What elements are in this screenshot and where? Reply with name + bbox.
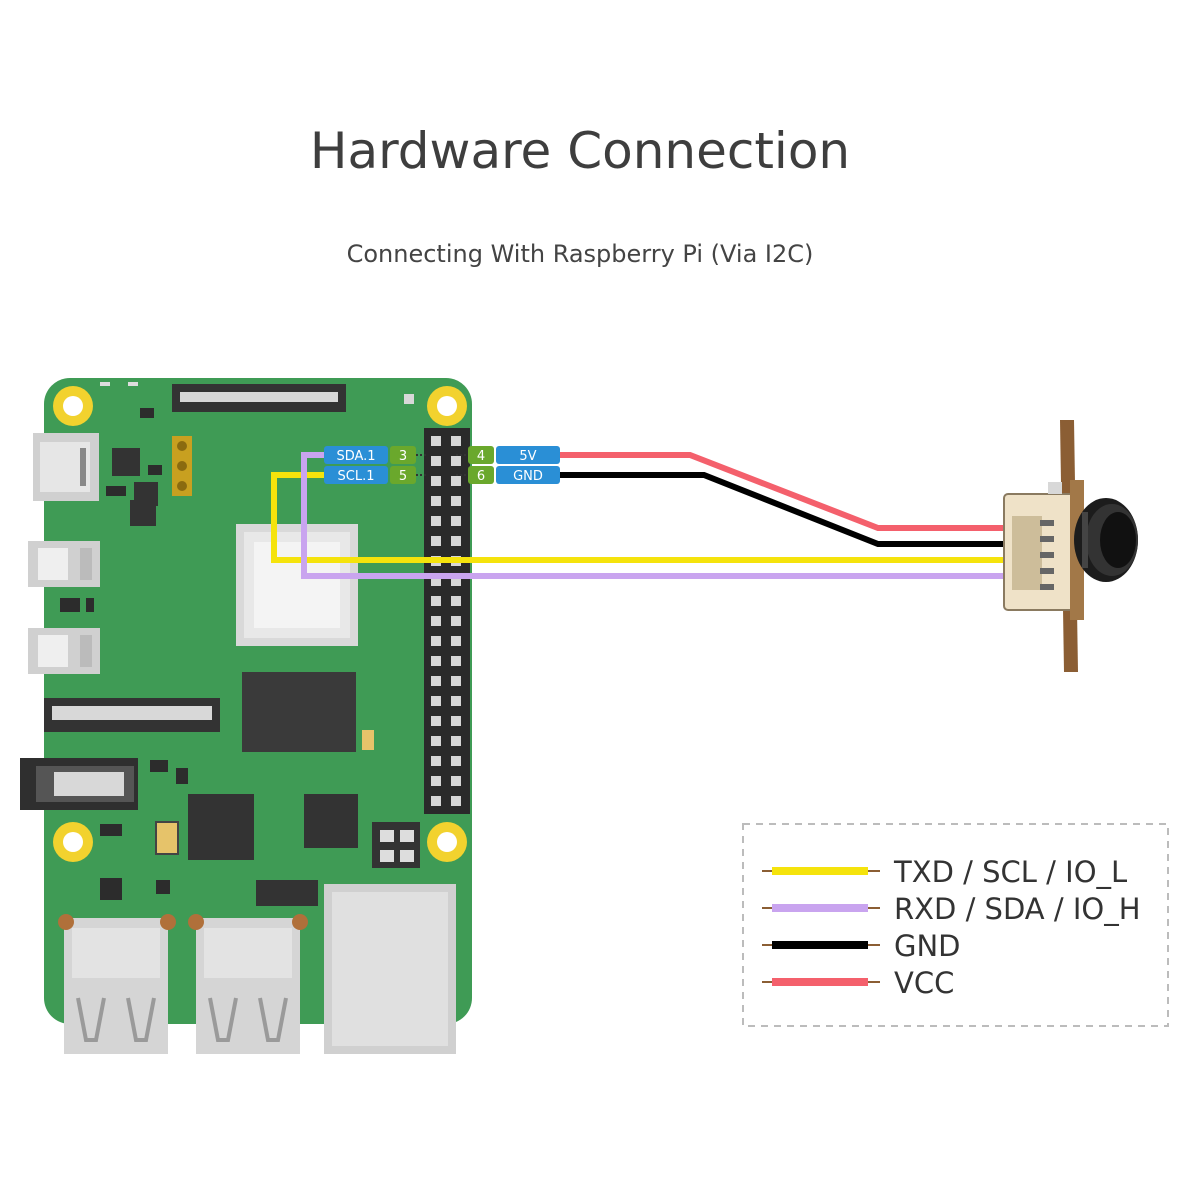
usb-port	[64, 918, 168, 1054]
gpio-pin	[451, 576, 461, 586]
gpio-pin	[431, 676, 441, 686]
gpio-pin	[451, 436, 461, 446]
ethernet-port	[324, 884, 456, 1054]
test-points	[172, 436, 192, 496]
gpio-pin	[431, 656, 441, 666]
gpio-pin	[431, 736, 441, 746]
usb-port	[196, 918, 300, 1054]
legend-item-scl: TXD / SCL / IO_L	[762, 855, 1127, 889]
pin-number-3-text: 3	[399, 449, 407, 464]
gpio-pin	[451, 496, 461, 506]
legend: TXD / SCL / IO_L RXD / SDA / IO_H GND VC…	[742, 823, 1169, 1027]
gpio-pin	[451, 796, 461, 806]
gpio-pin	[431, 456, 441, 466]
gpio-pin	[431, 796, 441, 806]
sensor-lens	[1074, 498, 1138, 582]
legend-label-sda: RXD / SDA / IO_H	[894, 892, 1141, 926]
gpio-pin	[451, 636, 461, 646]
wires	[271, 452, 1028, 579]
pin-label-scl	[324, 466, 388, 484]
gpio-pin	[431, 636, 441, 646]
sensor-module	[1003, 420, 1138, 672]
pin-label-5v-text: 5V	[519, 449, 536, 464]
camera-connector	[44, 698, 220, 732]
gpio-pin	[451, 736, 461, 746]
gpio-pin	[451, 476, 461, 486]
gpio-pin	[451, 536, 461, 546]
gpio-pin	[451, 676, 461, 686]
mounting-hole	[53, 386, 93, 426]
pin-number-4	[468, 446, 494, 464]
mounting-hole	[53, 822, 93, 862]
gpio-pin	[431, 596, 441, 606]
gpio-pin	[431, 536, 441, 546]
cpu-chip	[236, 524, 358, 646]
gpio-pin	[431, 476, 441, 486]
ram-chip	[242, 672, 356, 752]
hdmi-port	[28, 628, 100, 674]
mounting-hole	[427, 386, 467, 426]
raspberry-pi-board	[20, 378, 472, 1054]
legend-item-sda: RXD / SDA / IO_H	[762, 892, 1141, 926]
gpio-pin	[451, 616, 461, 626]
pin-labels: SDA.1 SCL.1 3 5 4 6 5V GND	[324, 446, 560, 484]
pin-number-4-text: 4	[477, 449, 485, 464]
gpio-pin	[451, 516, 461, 526]
gpio-pin	[451, 456, 461, 466]
gpio-pin	[431, 496, 441, 506]
pin-label-gnd-text: GND	[513, 469, 543, 484]
gpio-pin	[451, 696, 461, 706]
page-subtitle: Connecting With Raspberry Pi (Via I2C)	[346, 240, 814, 268]
pin-number-6-text: 6	[477, 469, 485, 484]
pin-number-5-text: 5	[399, 469, 407, 484]
legend-label-scl: TXD / SCL / IO_L	[893, 855, 1127, 889]
gpio-pin	[451, 776, 461, 786]
legend-item-vcc: VCC	[762, 966, 954, 1000]
wire-vcc	[560, 452, 1028, 531]
gpio-pin	[431, 756, 441, 766]
pin-label-sda-text: SDA.1	[336, 449, 375, 464]
hdmi-port	[28, 541, 100, 587]
mounting-hole	[427, 822, 467, 862]
pin-number-5	[390, 466, 416, 484]
pin-label-sda	[324, 446, 388, 464]
gpio-pin	[451, 756, 461, 766]
pin-number-3	[390, 446, 416, 464]
gpio-pin	[451, 716, 461, 726]
legend-item-gnd: GND	[762, 929, 961, 963]
pin-label-gnd	[496, 466, 560, 484]
pin-label-5v	[496, 446, 560, 464]
gpio-pin	[451, 656, 461, 666]
gpio-pin	[431, 696, 441, 706]
display-connector	[172, 384, 346, 412]
pin-label-scl-text: SCL.1	[338, 469, 375, 484]
gpio-pin	[451, 596, 461, 606]
audio-jack	[20, 758, 138, 810]
legend-label-vcc: VCC	[894, 966, 954, 1000]
gpio-pin	[431, 516, 441, 526]
gpio-pin	[431, 716, 441, 726]
legend-label-gnd: GND	[894, 929, 961, 963]
gpio-pin	[431, 776, 441, 786]
gpio-pin	[431, 436, 441, 446]
gpio-header	[424, 428, 470, 814]
gpio-pin	[431, 616, 441, 626]
wire-scl	[271, 472, 1028, 563]
pin-number-6	[468, 466, 494, 484]
wire-gnd	[560, 472, 1028, 547]
wire-sda	[301, 452, 1028, 579]
gpio-pin	[431, 576, 441, 586]
page-title: Hardware Connection	[309, 122, 851, 180]
usb-c-port	[33, 433, 99, 501]
